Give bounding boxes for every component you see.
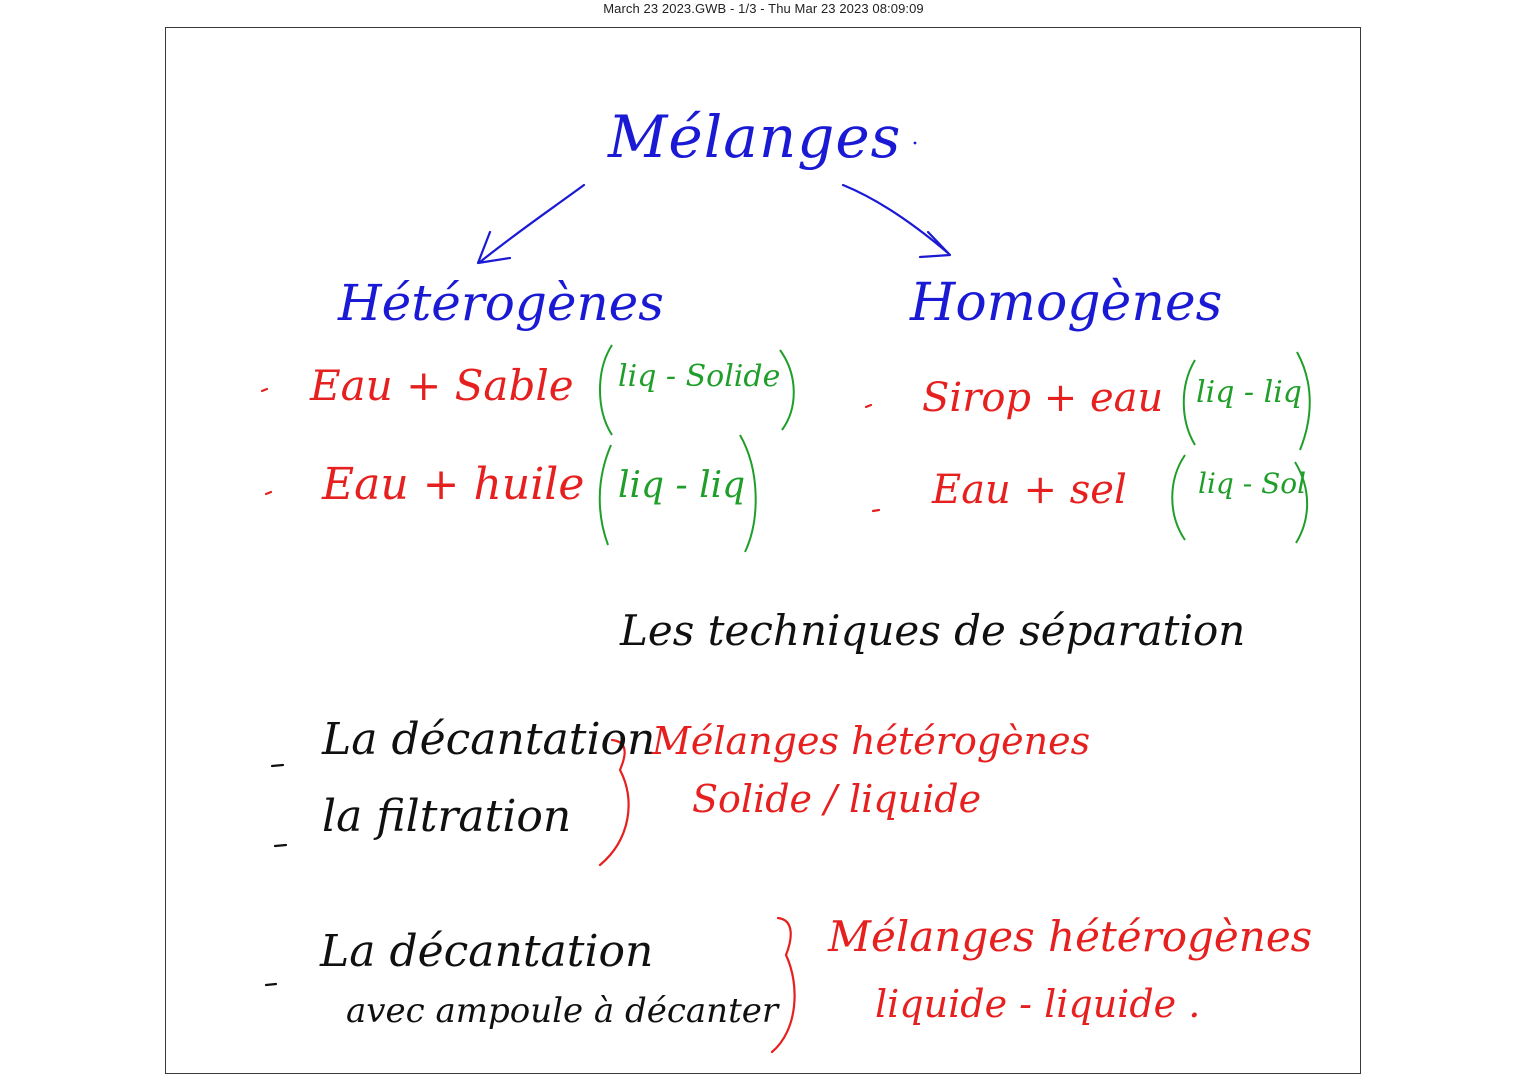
mix-left-2: Eau + huile (322, 459, 585, 510)
mix-left-1: Eau + Sable (310, 361, 574, 410)
techniques-note-1: Mélanges hétérogènes (652, 719, 1091, 763)
print-header: March 23 2023.GWB - 1/3 - Thu Mar 23 202… (603, 1, 924, 16)
technique-3-note-2: liquide - liquide . (875, 982, 1201, 1026)
mix-right-2: Eau + sel (932, 467, 1127, 513)
phase-left-1: liq - Solide (618, 359, 781, 394)
mix-right-1: Sirop + eau (922, 375, 1164, 421)
technique-2: la filtration (322, 791, 572, 842)
phase-right-2: liq - Sol (1198, 467, 1307, 500)
heading-homogeneous: Homogènes (910, 273, 1223, 333)
phase-left-2: liq - liq (618, 465, 746, 506)
technique-3-line1: La décantation (320, 926, 654, 977)
whiteboard-page (165, 27, 1361, 1074)
technique-3-line2: avec ampoule à décanter (346, 991, 779, 1031)
section-title: Les techniques de séparation (620, 606, 1246, 655)
phase-right-1: liq - liq (1196, 375, 1302, 410)
technique-3-note-1: Mélanges hétérogènes (828, 912, 1313, 961)
heading-heterogeneous: Hétérogènes (338, 274, 664, 332)
technique-1: La décantation (322, 714, 656, 765)
notes-title: Mélanges (608, 103, 902, 171)
techniques-note-2: Solide / liquide (692, 777, 982, 821)
